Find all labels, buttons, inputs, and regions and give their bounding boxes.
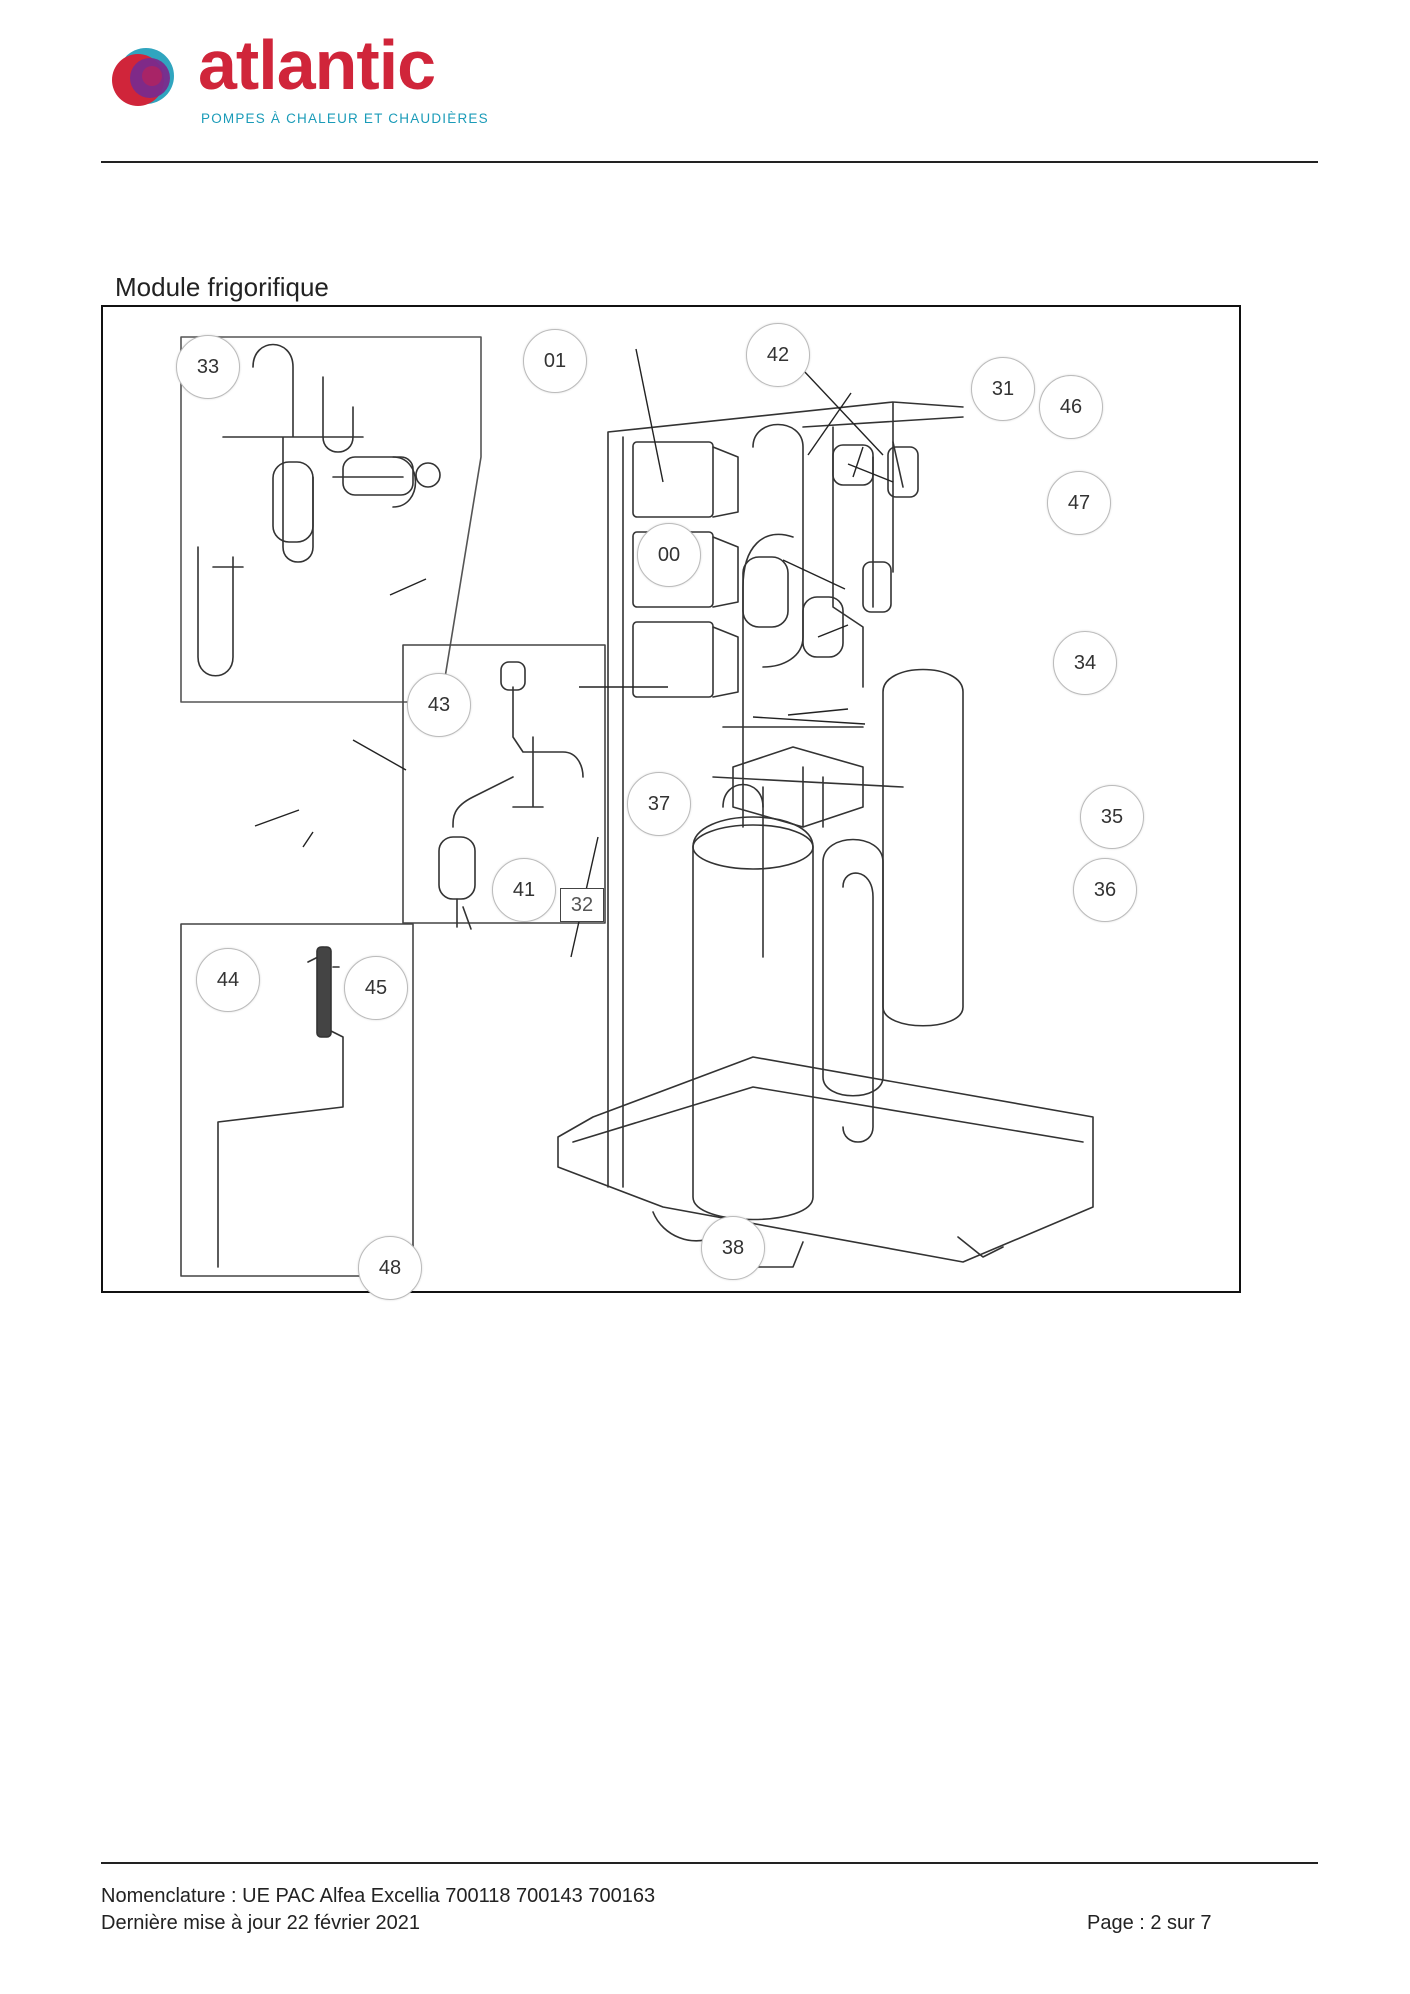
callout-34: 34 bbox=[1053, 631, 1117, 695]
expansion-valve bbox=[832, 444, 874, 486]
callout-38: 38 bbox=[701, 1216, 765, 1280]
pressure-switch bbox=[887, 446, 919, 498]
callout-48: 48 bbox=[358, 1236, 422, 1300]
callout-37: 37 bbox=[627, 772, 691, 836]
accumulator-shell bbox=[822, 838, 884, 1097]
footer-page-number: Page : 2 sur 7 bbox=[1087, 1912, 1212, 1934]
brand-wordmark: atlantic bbox=[198, 26, 436, 104]
inset-frame-33 bbox=[180, 336, 482, 703]
footer-divider bbox=[101, 1862, 1318, 1864]
refrigerant-pipes bbox=[712, 423, 904, 1143]
unit-chassis bbox=[607, 401, 964, 1188]
exploded-diagram: 33 01 42 31 46 47 00 34 43 37 35 41 36 4… bbox=[101, 305, 1241, 1300]
base-plate bbox=[557, 1056, 1094, 1268]
callout-35: 35 bbox=[1080, 785, 1144, 849]
inset-label-32: 32 bbox=[560, 888, 604, 922]
callout-36: 36 bbox=[1073, 858, 1137, 922]
diagram-drawing bbox=[180, 336, 1094, 1277]
receiver-shell bbox=[882, 668, 964, 1027]
inset-frame-48 bbox=[180, 923, 414, 1277]
section-title: Module frigorifique bbox=[115, 272, 329, 302]
callout-43: 43 bbox=[407, 673, 471, 737]
inset-frame-32 bbox=[402, 644, 606, 924]
header-divider bbox=[101, 161, 1318, 163]
callout-47: 47 bbox=[1047, 471, 1111, 535]
brand-tagline: POMPES À CHALEUR ET CHAUDIÈRES bbox=[201, 111, 489, 126]
valve-body-33 bbox=[342, 456, 414, 496]
footer-update-date: Dernière mise à jour 22 février 2021 bbox=[101, 1912, 421, 1934]
valve-block bbox=[732, 746, 864, 828]
control-box-1 bbox=[632, 441, 714, 518]
leader-lines bbox=[254, 348, 894, 958]
callout-41: 41 bbox=[492, 858, 556, 922]
callout-01: 01 bbox=[523, 329, 587, 393]
callout-45: 45 bbox=[344, 956, 408, 1020]
filter-drier-33 bbox=[272, 461, 314, 543]
callout-44: 44 bbox=[196, 948, 260, 1012]
pipe-assembly-32 bbox=[452, 686, 584, 828]
callout-33: 33 bbox=[176, 335, 240, 399]
compressor-shell bbox=[692, 816, 814, 1221]
callout-46: 46 bbox=[1039, 375, 1103, 439]
footer-nomenclature: Nomenclature : UE PAC Alfea Excellia 700… bbox=[101, 1885, 656, 1907]
callout-42: 42 bbox=[746, 323, 810, 387]
atlantic-logo-icon bbox=[112, 48, 174, 106]
callout-31: 31 bbox=[971, 357, 1035, 421]
control-box-3 bbox=[632, 621, 714, 698]
callout-00: 00 bbox=[637, 523, 701, 587]
pipe-assembly-33 bbox=[197, 343, 417, 677]
